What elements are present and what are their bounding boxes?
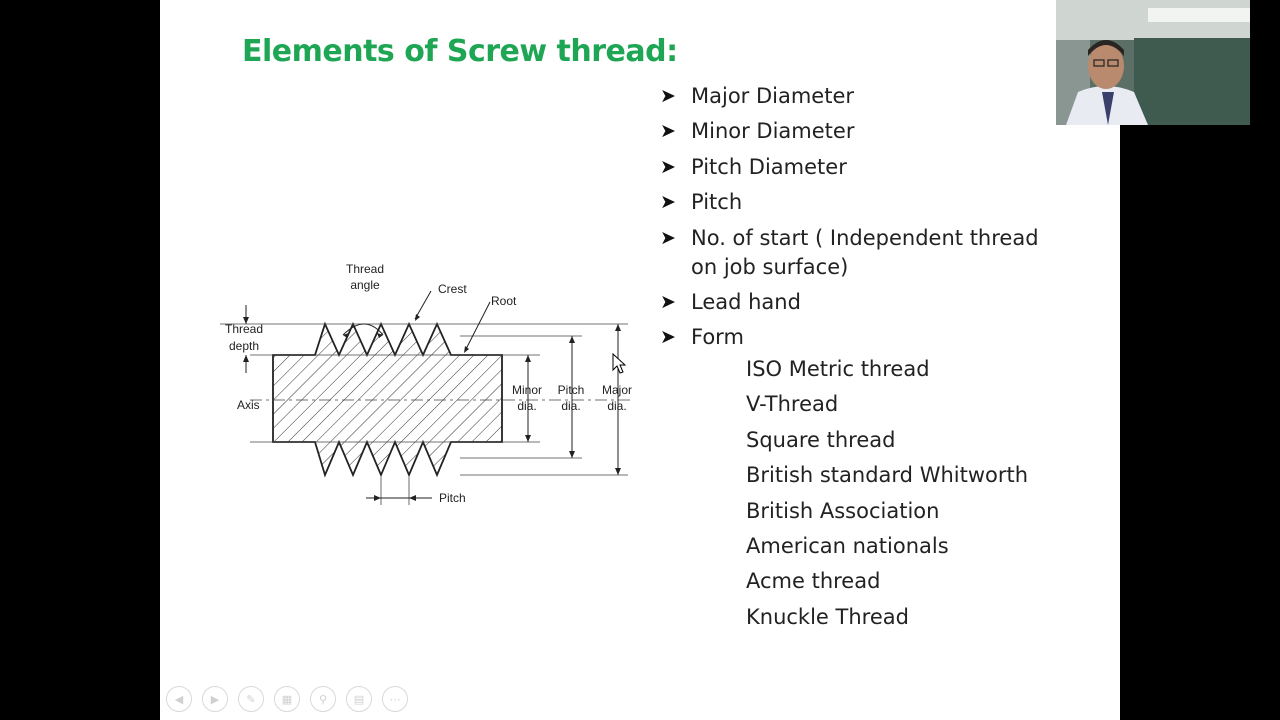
presenter-webcam: [1056, 0, 1250, 125]
list-item: ➤Pitch: [660, 188, 1071, 217]
list-item: Knuckle Thread: [746, 604, 909, 629]
arrow-bullet-icon: ➤: [660, 326, 676, 349]
list-item: ➤No. of start ( Independent thread on jo…: [660, 225, 1039, 279]
slide: Elements of Screw thread:: [160, 0, 1120, 720]
elements-list: ➤Major Diameter ➤Minor Diameter ➤Pitch D…: [660, 82, 1071, 359]
list-item: Square thread: [746, 427, 896, 452]
arrow-bullet-icon: ➤: [660, 85, 676, 107]
pitch-label: Pitch: [439, 491, 466, 505]
subtitles-icon[interactable]: ▤: [346, 686, 372, 712]
list-item: British Association: [746, 498, 940, 523]
list-item: Acme thread: [746, 569, 881, 594]
root-label: Root: [491, 294, 517, 308]
list-item: ➤Form: [660, 323, 1071, 352]
arrow-bullet-icon: ➤: [660, 155, 676, 178]
slideshow-toolbar: ◀ ▶ ✎ ▦ ⚲ ▤ ⋯: [166, 686, 408, 712]
slides-icon[interactable]: ▦: [274, 686, 300, 712]
list-item: British standard Whitworth: [746, 463, 1029, 488]
arrow-bullet-icon: ➤: [660, 120, 676, 143]
pen-icon[interactable]: ✎: [238, 686, 264, 712]
previous-icon[interactable]: ◀: [166, 686, 192, 712]
arrow-bullet-icon: ➤: [660, 226, 676, 249]
thread-forms-list: ISO Metric thread V-Thread Square thread…: [746, 355, 1028, 638]
list-item: ➤Minor Diameter: [660, 117, 1071, 146]
mouse-cursor-icon: [612, 353, 626, 374]
list-item: ➤Pitch Diameter: [660, 153, 1071, 182]
zoom-icon[interactable]: ⚲: [310, 686, 336, 712]
next-icon[interactable]: ▶: [202, 686, 228, 712]
list-item: ➤Lead hand: [660, 288, 1071, 317]
crest-label: Crest: [438, 282, 467, 296]
arrow-bullet-icon: ➤: [660, 191, 676, 214]
list-item: American nationals: [746, 533, 949, 558]
list-item: V-Thread: [746, 392, 839, 417]
list-item: ISO Metric thread: [746, 357, 930, 381]
axis-label: Axis: [237, 398, 260, 412]
more-icon[interactable]: ⋯: [382, 686, 408, 712]
list-item: ➤Major Diameter: [660, 82, 1071, 111]
slide-title: Elements of Screw thread:: [242, 34, 678, 69]
arrow-bullet-icon: ➤: [660, 290, 676, 313]
